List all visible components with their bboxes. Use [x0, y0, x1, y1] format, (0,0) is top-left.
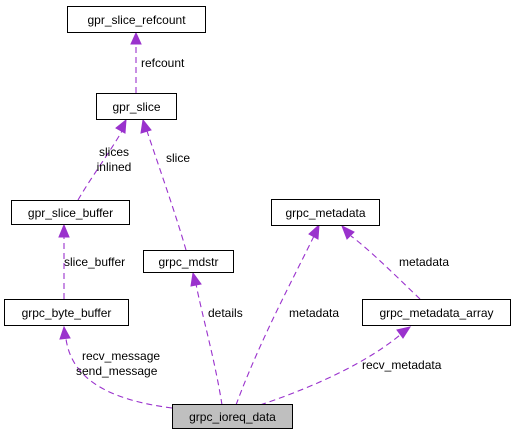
- node-label-grpc-byte-buffer: grpc_byte_buffer: [22, 306, 112, 320]
- arrow-recv-send-message: [59, 325, 71, 340]
- label-refcount: refcount: [141, 56, 185, 70]
- node-grpc-metadata[interactable]: grpc_metadata: [271, 199, 380, 226]
- edge-slices-inlined: [77, 130, 123, 201]
- node-gpr-slice[interactable]: gpr_slice: [96, 93, 177, 120]
- node-label-grpc-metadata-array: grpc_metadata_array: [379, 306, 493, 320]
- node-grpc-byte-buffer[interactable]: grpc_byte_buffer: [4, 299, 129, 326]
- node-label-gpr-slice-buffer: gpr_slice_buffer: [28, 206, 113, 220]
- label-metadata-ioreq: metadata: [289, 306, 339, 320]
- arrow-metadata-ioreq: [308, 223, 320, 240]
- arrow-refcount: [130, 31, 142, 45]
- arrow-slice: [140, 118, 152, 134]
- label-details: details: [208, 306, 243, 320]
- edges: [58, 31, 421, 409]
- edge-metadata-ioreq: [235, 235, 315, 406]
- label-slice: slice: [166, 151, 190, 165]
- edge-recv-metadata: [259, 334, 401, 406]
- label-metadata-array: metadata: [399, 255, 449, 269]
- arrow-recv-metadata: [396, 326, 412, 339]
- arrow-slices-inlined: [115, 118, 127, 134]
- node-label-gpr-slice-refcount: gpr_slice_refcount: [87, 13, 186, 27]
- node-grpc-ioreq-data[interactable]: grpc_ioreq_data: [172, 404, 293, 429]
- node-grpc-mdstr[interactable]: grpc_mdstr: [143, 250, 234, 273]
- edge-recv-send-message: [65, 338, 173, 409]
- node-label-grpc-mdstr: grpc_mdstr: [158, 255, 218, 269]
- label-recv-metadata: recv_metadata: [362, 358, 442, 372]
- label-slices: slices: [99, 145, 129, 159]
- edge-slice: [146, 130, 187, 251]
- node-label-grpc-metadata: grpc_metadata: [285, 206, 365, 220]
- label-recv-message: recv_message: [82, 349, 160, 363]
- node-gpr-slice-refcount[interactable]: gpr_slice_refcount: [67, 6, 206, 33]
- node-label-gpr-slice: gpr_slice: [112, 100, 160, 114]
- edge-details: [195, 283, 223, 406]
- arrow-details: [190, 271, 202, 287]
- arrow-slice-buffer: [58, 223, 70, 238]
- node-label-grpc-ioreq-data: grpc_ioreq_data: [189, 410, 276, 424]
- label-slice-buffer: slice_buffer: [64, 255, 125, 269]
- node-gpr-slice-buffer[interactable]: gpr_slice_buffer: [11, 200, 130, 225]
- node-grpc-metadata-array[interactable]: grpc_metadata_array: [362, 299, 511, 326]
- label-inlined: inlined: [97, 160, 132, 174]
- label-send-message: send_message: [76, 364, 158, 378]
- edge-labels: refcount slices inlined slice slice_buff…: [64, 56, 449, 378]
- arrow-metadata-array: [341, 224, 355, 240]
- edge-metadata-array: [350, 235, 421, 300]
